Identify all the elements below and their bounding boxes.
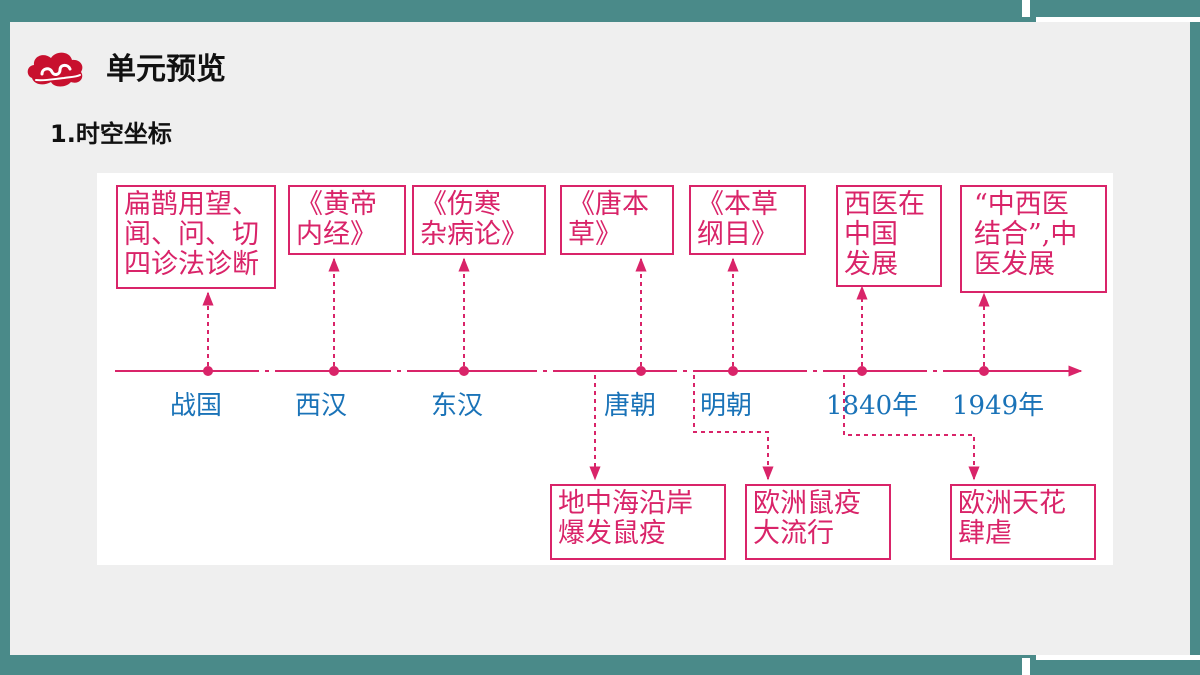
event-box-europe-smallpox: 欧洲天花 肆虐 <box>950 484 1096 560</box>
event-box-western-han: 《黄帝 内经》 <box>288 185 406 255</box>
event-box-warring-states: 扁鹊用望、 闻、问、切 四诊法诊断 <box>116 185 276 289</box>
corner-decoration <box>1022 658 1030 675</box>
corner-decoration <box>1036 655 1200 660</box>
event-box-tang: 《唐本 草》 <box>560 185 674 255</box>
event-connectors-up <box>202 257 990 366</box>
cloud-logo-icon <box>27 52 83 87</box>
event-box-eastern-han: 《伤寒 杂病论》 <box>412 185 546 255</box>
era-label-tang: 唐朝 <box>604 391 657 421</box>
page-title: 单元预览 <box>106 52 226 87</box>
event-box-1949: “中西医 结合”,中 医发展 <box>960 185 1107 293</box>
era-label-eastern-han: 东汉 <box>431 391 484 421</box>
event-box-ming: 《本草 纲目》 <box>689 185 806 255</box>
event-connectors-down <box>589 375 980 481</box>
era-label-warring-states: 战国 <box>170 391 223 421</box>
era-label-ming: 明朝 <box>700 391 753 421</box>
timeline-panel: 扁鹊用望、 闻、问、切 四诊法诊断 《黄帝 内经》 《伤寒 杂病论》 《唐本 草… <box>97 173 1113 565</box>
corner-decoration <box>1022 0 1030 17</box>
event-box-europe-plague: 欧洲鼠疫 大流行 <box>745 484 891 560</box>
era-label-1840: 1840年 <box>826 391 919 421</box>
era-label-western-han: 西汉 <box>295 391 348 421</box>
event-box-1840: 西医在 中国 发展 <box>836 185 942 287</box>
section-subtitle: 1.时空坐标 <box>50 120 172 148</box>
timeline-dots <box>203 366 989 376</box>
era-label-1949: 1949年 <box>952 391 1045 421</box>
timeline-lines <box>115 257 1083 481</box>
corner-decoration <box>1036 17 1200 22</box>
event-box-mediterranean-plague: 地中海沿岸 爆发鼠疫 <box>550 484 726 560</box>
